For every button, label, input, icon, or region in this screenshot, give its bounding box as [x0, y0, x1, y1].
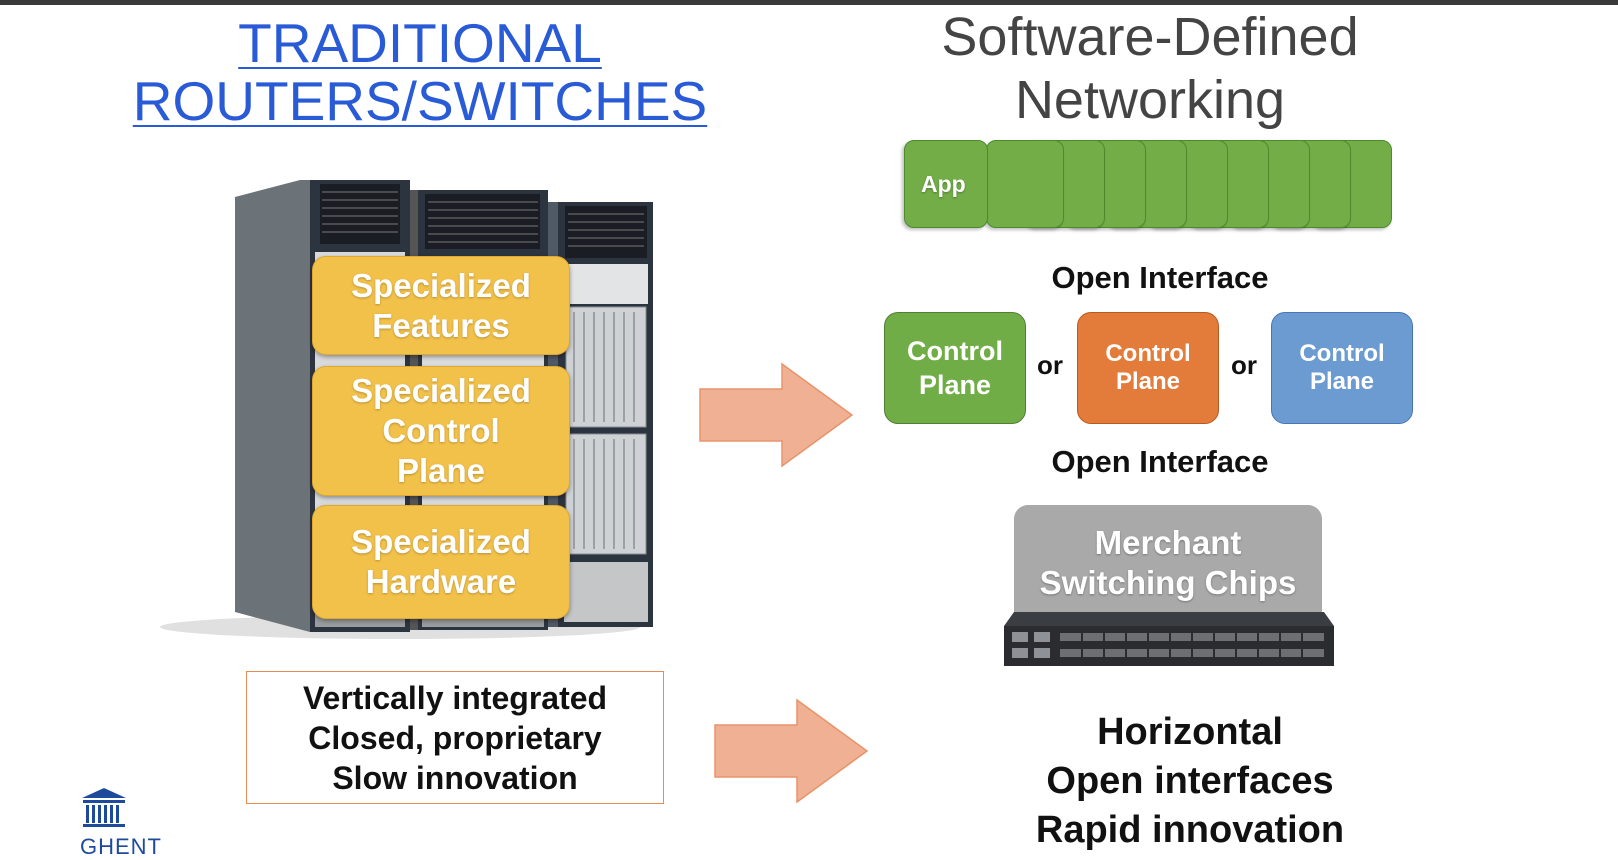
arrow-right-upper	[699, 362, 854, 468]
merchant-line: Merchant	[1094, 524, 1242, 561]
open-interface-bottom-label: Open Interface	[1051, 444, 1269, 479]
university-logo-icon	[82, 788, 126, 827]
or-label: or	[1231, 350, 1257, 380]
app-label: App	[921, 171, 966, 197]
merchant-line: Switching Chips	[1039, 564, 1297, 601]
cp-line: Plane	[918, 370, 992, 400]
control-plane-green: Control Plane	[884, 312, 1026, 424]
title-line-2: Networking	[1014, 70, 1286, 130]
specialized-control-plane-block: Specialized Control Plane	[312, 366, 570, 496]
app-card-main: App	[904, 140, 988, 228]
arrow-right-lower	[714, 698, 869, 804]
property-line: Rapid innovation	[1035, 809, 1345, 851]
block-line: Specialized	[351, 372, 531, 409]
title-line-1: TRADITIONAL	[238, 12, 602, 74]
traditional-title: TRADITIONAL ROUTERS/SWITCHES	[80, 14, 760, 130]
sdn-properties: Horizontal Open interfaces Rapid innovat…	[960, 708, 1420, 855]
logo-text: GHENT	[80, 834, 162, 859]
property-line: Open interfaces	[1046, 760, 1334, 802]
block-line: Control	[382, 412, 500, 449]
sdn-title: Software-Defined Networking	[880, 6, 1420, 132]
property-line: Vertically integrated	[302, 680, 608, 716]
property-line: Horizontal	[1097, 711, 1283, 753]
block-line: Specialized	[351, 266, 531, 304]
open-interface-top-label: Open Interface	[1051, 260, 1269, 295]
or-label: or	[1037, 350, 1063, 380]
cp-line: Plane	[1115, 368, 1181, 395]
control-plane-blue: Control Plane	[1271, 312, 1413, 424]
app-card	[986, 140, 1064, 228]
cp-line: Control	[907, 336, 1003, 366]
cp-line: Control	[1299, 340, 1385, 367]
control-plane-orange: Control Plane	[1077, 312, 1219, 424]
property-line: Closed, proprietary	[308, 720, 602, 756]
top-border	[0, 0, 1618, 5]
block-line: Specialized	[351, 523, 531, 560]
cp-line: Plane	[1309, 368, 1375, 395]
specialized-hardware-block: Specialized Hardware	[312, 505, 570, 619]
title-line-2: ROUTERS/SWITCHES	[132, 70, 708, 132]
block-line: Hardware	[365, 563, 517, 600]
cp-line: Control	[1105, 340, 1191, 367]
property-line: Slow innovation	[332, 760, 578, 796]
specialized-features-block: Specialized Features	[312, 256, 570, 355]
title-line-1: Software-Defined	[941, 7, 1359, 67]
block-line: Features	[372, 306, 510, 344]
merchant-switching-chips-block: Merchant Switching Chips	[1014, 505, 1322, 625]
traditional-properties-box: Vertically integrated Closed, proprietar…	[246, 671, 664, 804]
block-line: Plane	[396, 452, 486, 489]
app-stack: App	[904, 140, 1392, 230]
switch-hardware-image	[1004, 612, 1334, 666]
